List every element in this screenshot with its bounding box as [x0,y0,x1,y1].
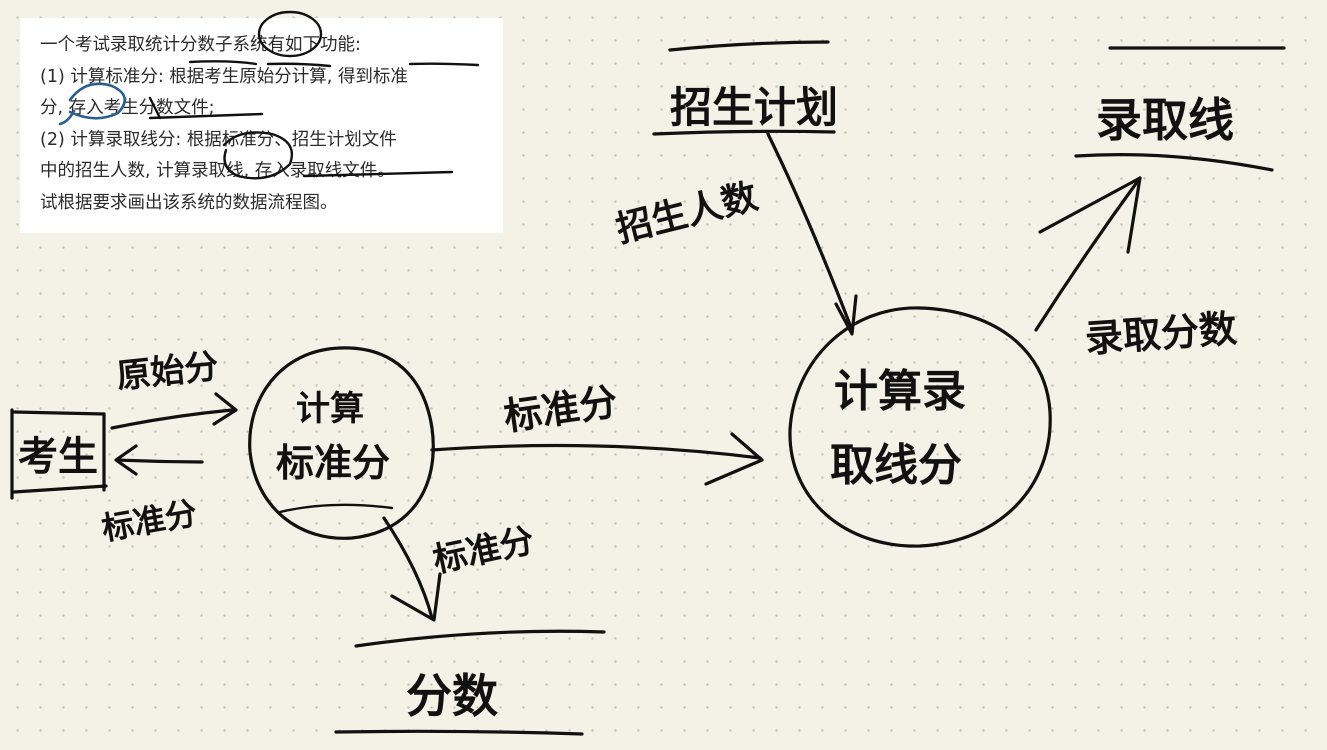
problem-line: 一个考试录取统计分数子系统有如下功能: [40,35,361,55]
blue-tail-mark [58,109,76,126]
flow-cutoff-score: 录取分数 [1034,176,1239,361]
store-label: 招生计划 [670,83,838,132]
underline-mark [188,60,258,66]
problem-line: (2) 计算录取线分: 根据标准分、招生计划文件 [40,129,397,150]
flow-standard-to-cutoff: 标准分 [430,379,764,486]
entity-student: 考生 [10,408,108,500]
underline-mark [408,62,480,67]
circle-mark [257,10,323,58]
flow-label: 录取分数 [1084,306,1239,360]
bracket-mark [148,96,162,120]
store-cutoff-line: 录取线 [1074,46,1286,172]
underline-mark [148,112,264,120]
problem-line: 试根据要求画出该系统的数据流程图。 [40,192,338,213]
store-scores: 分数 [334,629,606,736]
flow-label: 招生人数 [612,176,762,251]
problem-line: (1) 计算标准分: 根据考生原始分计算, 得到标准 [40,66,408,87]
process-label-line1: 计算 [296,389,364,429]
flow-label: 标准分 [430,520,538,580]
flow-standard-back: 标准分 [99,444,204,548]
store-label: 分数 [406,669,498,723]
entity-label: 考生 [18,434,98,480]
flow-raw-score: 原始分 [110,347,238,430]
flow-label: 标准分 [501,379,620,438]
process-label-line1: 计算录 [834,366,966,417]
store-label: 录取线 [1096,93,1234,147]
process-standard-score: 计算 标准分 [248,346,435,540]
circle-mark [222,131,294,180]
process-cutoff-score: 计算录 取线分 [788,306,1052,548]
flow-enrollment-count: 招生人数 [612,132,858,336]
underline-mark [266,62,332,68]
blue-circle-mark [68,82,126,120]
flow-label: 原始分 [115,347,221,397]
flow-label: 标准分 [99,494,200,548]
flow-standard-to-store: 标准分 [382,516,538,622]
problem-line: 分, 存入考生分数文件; [40,98,215,118]
process-label-line2: 取线分 [830,440,962,491]
process-label-line2: 标准分 [276,441,390,485]
underline-mark [302,170,454,178]
text-annotations [58,10,480,180]
store-enrollment-plan: 招生计划 [652,40,838,136]
